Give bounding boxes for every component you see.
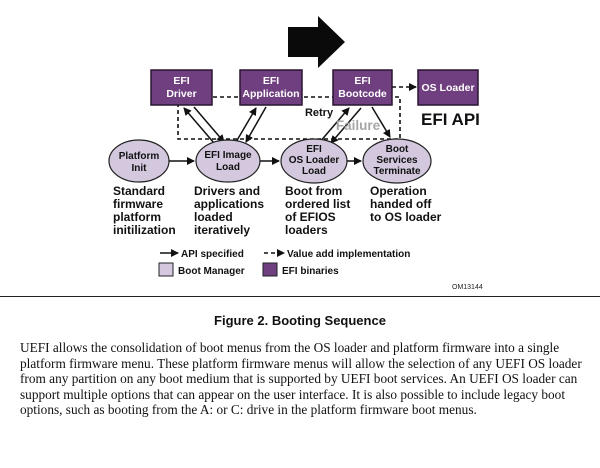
description-terminate: Operation handed off to OS loader (370, 184, 442, 224)
figure-id: OM13144 (452, 284, 483, 291)
image-load-to-application-arrow (235, 107, 257, 143)
efi-bootcode-box: EFI Bootcode (332, 69, 393, 106)
desc-line: of EFIOS (285, 210, 336, 224)
driver-to-image-load-arrow (193, 106, 225, 143)
desc-line: Operation (370, 184, 427, 198)
efi-os-loader-load-ellipse: EFI OS Loader Load (280, 138, 348, 184)
desc-line: applications (194, 197, 264, 211)
efi-application-box: EFI Application (239, 69, 303, 106)
terminate-label-1: Boot (386, 144, 409, 155)
body-paragraph: UEFI allows the consolidation of boot me… (20, 340, 582, 418)
efi-driver-label-1: EFI (173, 75, 189, 87)
boot-services-terminate-ellipse: Boot Services Terminate (362, 138, 432, 184)
platform-init-ellipse: Platform Init (108, 139, 170, 183)
booting-sequence-diagram: EFI Driver EFI Application EFI Bootcode … (108, 16, 483, 291)
legend-boot-manager-swatch (158, 262, 174, 277)
os-loader-label: OS Loader (421, 82, 474, 94)
failure-label: Failure (336, 118, 381, 133)
description-platform-init: Standard firmware platform initilization (113, 184, 176, 237)
legend-efi-binaries: EFI binaries (282, 266, 339, 277)
efi-api-label: EFI API (421, 110, 480, 129)
efi-bootcode-label-2: Bootcode (338, 88, 387, 100)
description-os-loader-load: Boot from ordered list of EFIOS loaders (285, 184, 350, 237)
image-load-label-1: EFI Image (204, 150, 252, 161)
platform-init-label-1: Platform (119, 151, 160, 162)
legend-efi-binaries-swatch (262, 262, 278, 277)
terminate-label-2: Services (376, 155, 418, 166)
retry-label: Retry (305, 107, 334, 119)
efi-driver-box: EFI Driver (150, 69, 213, 106)
desc-line: iteratively (194, 223, 250, 237)
desc-line: firmware (113, 197, 163, 211)
desc-line: to OS loader (370, 210, 442, 224)
os-loader-box: OS Loader (417, 69, 479, 106)
efi-driver-label-2: Driver (166, 88, 196, 100)
figure-caption: Figure 2. Booting Sequence (214, 313, 386, 328)
terminate-label-3: Terminate (373, 166, 420, 177)
legend: API specified Value add implementation B… (158, 249, 410, 277)
desc-line: Boot from (285, 184, 342, 198)
efi-image-load-ellipse: EFI Image Load (195, 139, 261, 183)
desc-line: loaders (285, 223, 328, 237)
direction-arrow-icon (288, 16, 345, 68)
description-image-load: Drivers and applications loaded iterativ… (194, 184, 264, 237)
os-loader-load-label-3: Load (302, 166, 326, 177)
dashed-boundary (177, 96, 401, 140)
efi-application-label-2: Application (242, 88, 299, 100)
application-to-image-load-arrow (245, 106, 267, 143)
efi-application-label-1: EFI (263, 75, 279, 87)
section-divider (0, 296, 600, 297)
bootcode-to-os-loader-load-arrow (330, 107, 362, 144)
platform-init-label-2: Init (132, 163, 148, 174)
bootcode-to-terminate-arrow (371, 106, 391, 138)
os-loader-load-label-1: EFI (306, 144, 322, 155)
desc-line: platform (113, 210, 161, 224)
desc-line: loaded (194, 210, 233, 224)
desc-line: Drivers and (194, 184, 260, 198)
desc-line: ordered list (285, 197, 350, 211)
desc-line: initilization (113, 223, 176, 237)
legend-value-add: Value add implementation (287, 249, 410, 260)
desc-line: Standard (113, 184, 165, 198)
efi-bootcode-label-1: EFI (354, 75, 370, 87)
os-loader-load-to-bootcode-arrow (318, 107, 350, 144)
legend-boot-manager: Boot Manager (178, 266, 245, 277)
image-load-to-driver-arrow (183, 107, 215, 144)
image-load-label-2: Load (216, 162, 240, 173)
os-loader-load-label-2: OS Loader (289, 155, 340, 166)
legend-api-specified: API specified (181, 249, 244, 260)
desc-line: handed off (370, 197, 432, 211)
